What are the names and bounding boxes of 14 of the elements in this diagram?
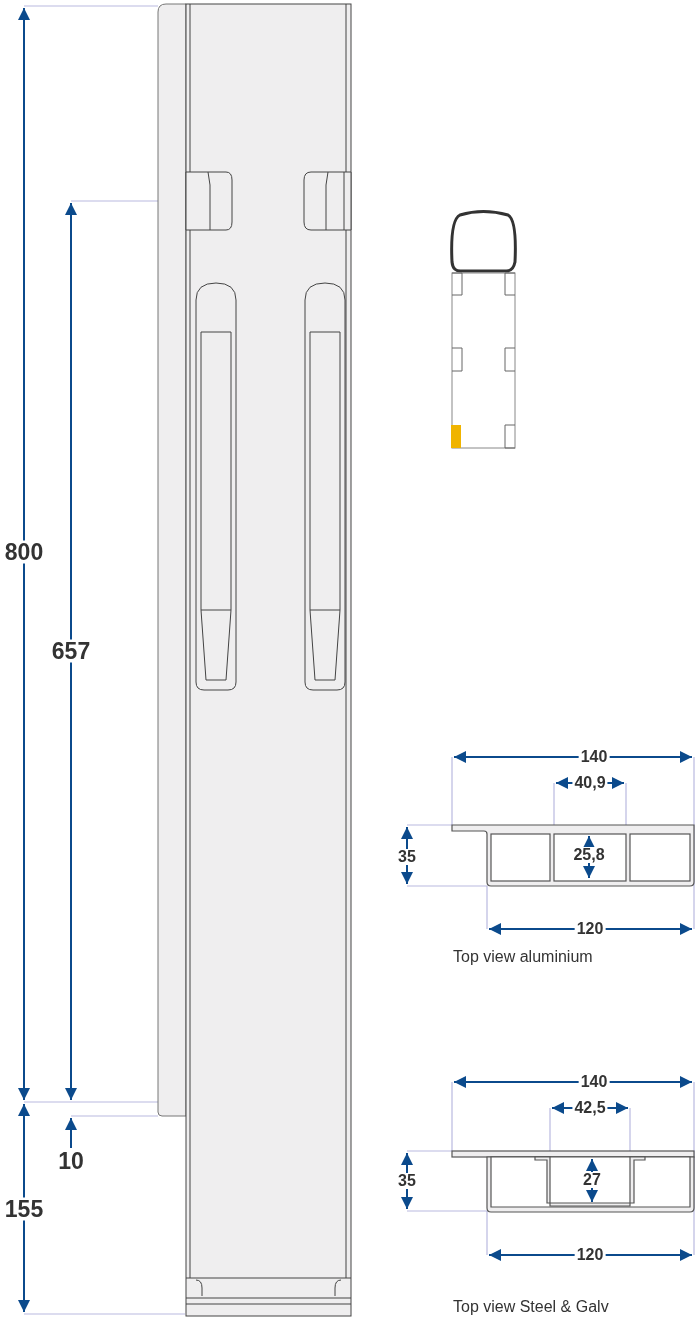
- view-caption: Top view aluminium: [452, 949, 594, 965]
- dimension-value: 657: [49, 639, 93, 663]
- dimension-value: 35: [396, 849, 418, 865]
- dimension-value: 25,8: [571, 847, 607, 863]
- dimension-value: 120: [574, 1247, 606, 1263]
- dimension-value: 140: [578, 1074, 610, 1090]
- dimension-value: 40,9: [572, 775, 608, 791]
- dimension-value: 120: [574, 921, 606, 937]
- dimension-value: 42,5: [572, 1100, 608, 1116]
- dimension-value: 27: [581, 1172, 603, 1188]
- dimension-value: 800: [2, 540, 46, 564]
- dimension-value: 140: [578, 749, 610, 765]
- view-caption: Top view Steel & Galv: [452, 1299, 610, 1315]
- dimension-value: 35: [396, 1173, 418, 1189]
